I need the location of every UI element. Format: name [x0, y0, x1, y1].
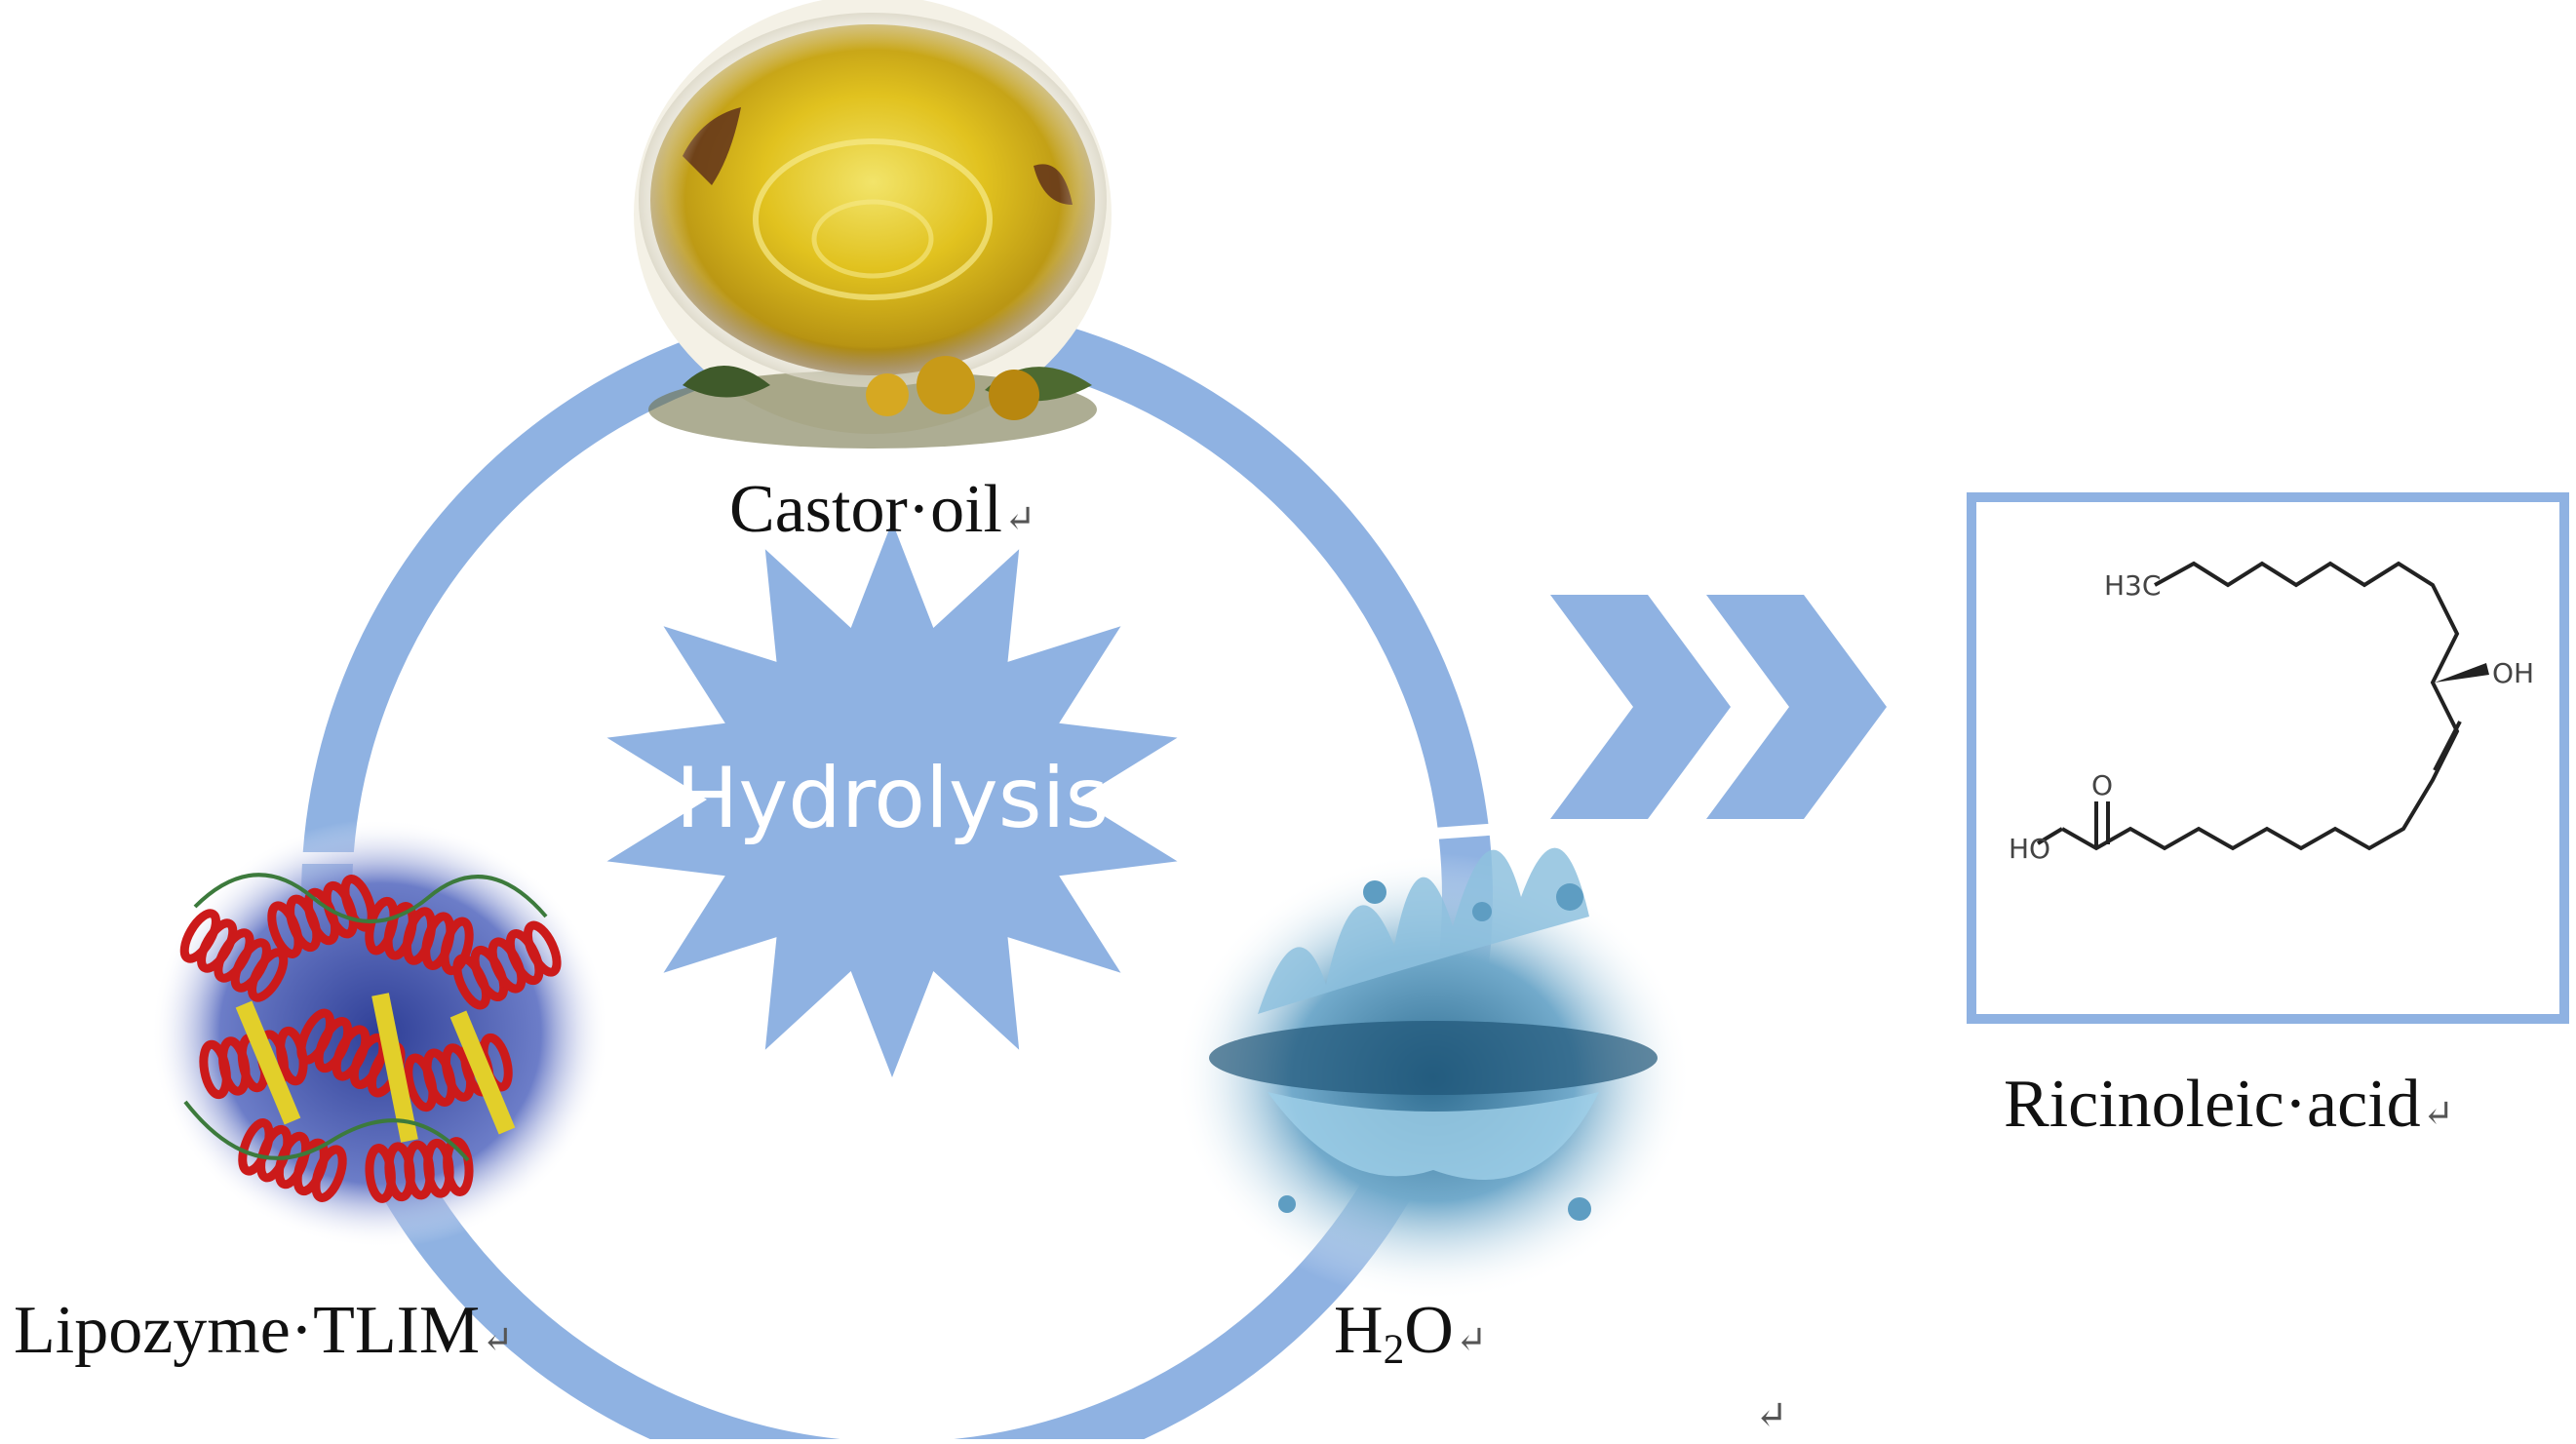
process-arrow — [1550, 595, 1887, 819]
alpha-helix — [267, 875, 376, 958]
alpha-helix — [452, 920, 562, 1010]
product-frame — [1967, 492, 2569, 1024]
water-label: H2O↵ — [1334, 1293, 1488, 1373]
acid-hydroxyl-label: HO — [2009, 833, 2050, 865]
beta-strand — [371, 993, 418, 1143]
hydroxyl-label: OH — [2492, 657, 2534, 689]
water-splash-icon — [1175, 847, 1692, 1302]
chevron-arrow-icon — [1550, 595, 1731, 819]
stereo-wedge — [2435, 663, 2489, 683]
castor-oil-label: Castor·oil↵ — [729, 472, 1036, 547]
carbon-chain — [2061, 561, 2460, 851]
carbonyl-oxygen-label: O — [2091, 769, 2113, 801]
coil-loop — [183, 873, 548, 1162]
double-bond-line — [2433, 721, 2462, 771]
chevron-arrow-icon — [1706, 595, 1887, 819]
ring-gap — [608, 260, 654, 334]
hydrolysis-label: Hydrolysis — [676, 750, 1110, 847]
hydrolysis-starburst: Hydrolysis — [606, 522, 1178, 1077]
product-structure-box: H3C OH HO O — [1967, 492, 2569, 1024]
acid-bond — [2036, 827, 2064, 845]
castor-oil-bowl-icon — [634, 0, 1112, 449]
starburst-shape — [606, 522, 1178, 1077]
ricinoleic-acid-label: Ricinoleic·acid↵ — [2004, 1067, 2454, 1142]
protein-structure-icon — [151, 819, 609, 1248]
alpha-helix — [179, 909, 289, 1002]
ring-gap — [1432, 823, 1503, 839]
lipozyme-label: Lipozyme·TLIM↵ — [14, 1293, 514, 1368]
alpha-helix — [365, 1137, 474, 1203]
stray-paragraph-mark: ↵ — [1755, 1393, 1788, 1437]
beta-strand — [235, 1000, 301, 1125]
beta-strand — [449, 1010, 516, 1135]
methyl-label: H3C — [2104, 569, 2161, 602]
